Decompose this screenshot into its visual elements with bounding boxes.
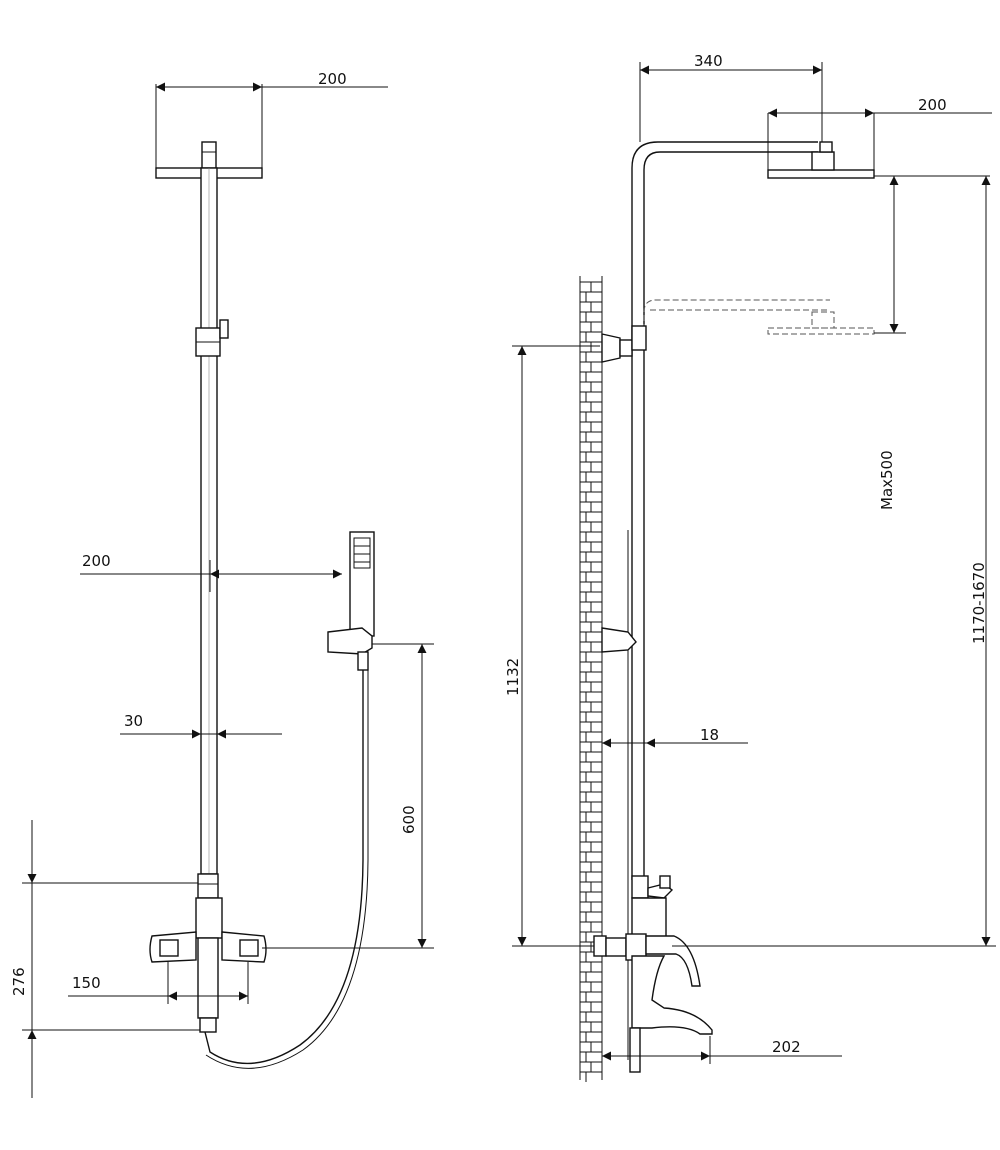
dim-front-head-width: 200 — [156, 70, 388, 92]
dim-front-handset-height: 600 — [262, 643, 434, 949]
dim-label: 150 — [72, 974, 101, 992]
dim-front-handshower-offset: 200 — [80, 552, 342, 592]
front-shower-head — [155, 84, 263, 179]
front-riser-pipe — [200, 167, 218, 875]
side-handshower-holder — [601, 627, 637, 653]
dim-front-pipe-width: 30 — [120, 712, 282, 739]
dim-side-bracket-height: 1132 — [504, 345, 600, 947]
dim-label: 200 — [918, 96, 947, 114]
dim-side-adjust-range: Max500 — [874, 175, 990, 510]
front-diverter — [197, 873, 219, 899]
dim-label: 200 — [318, 70, 347, 88]
dim-label: 276 — [10, 967, 28, 996]
side-shower-arm — [631, 141, 818, 330]
dim-side-head-width: 200 — [768, 96, 992, 118]
side-view: 340 200 Max500 1170-1670 1132 — [504, 52, 996, 1082]
dim-side-spout-reach: 202 — [602, 1036, 842, 1064]
dim-side-wall-gap: 18 — [602, 726, 748, 748]
dim-label: 1170-1670 — [970, 562, 988, 644]
dim-label: 200 — [82, 552, 111, 570]
dim-label: 340 — [694, 52, 723, 70]
side-riser-pipe — [627, 330, 645, 1060]
dim-label: Max500 — [878, 450, 896, 510]
dim-side-total-height: 1170-1670 — [672, 176, 996, 947]
side-brick-wall — [579, 276, 603, 1082]
dim-label: 1132 — [504, 658, 522, 696]
front-slider-clamp — [195, 319, 229, 357]
side-wall-bracket — [601, 325, 647, 363]
dim-label: 18 — [700, 726, 719, 744]
front-mixer-body — [149, 897, 267, 1033]
dim-front-mixer-height: 276 — [10, 820, 200, 1098]
dim-side-arm-reach: 340 — [639, 52, 823, 142]
dim-label: 600 — [400, 805, 418, 834]
dim-label: 202 — [772, 1038, 801, 1056]
side-shower-head — [767, 113, 875, 179]
side-shower-head-lowered — [643, 299, 875, 335]
dim-label: 30 — [124, 712, 143, 730]
front-view: 200 200 30 600 — [10, 70, 434, 1098]
front-hand-shower — [327, 531, 375, 671]
front-hose — [204, 670, 364, 1065]
side-mixer — [593, 875, 713, 1073]
dim-front-spout-width: 150 — [68, 962, 249, 1004]
